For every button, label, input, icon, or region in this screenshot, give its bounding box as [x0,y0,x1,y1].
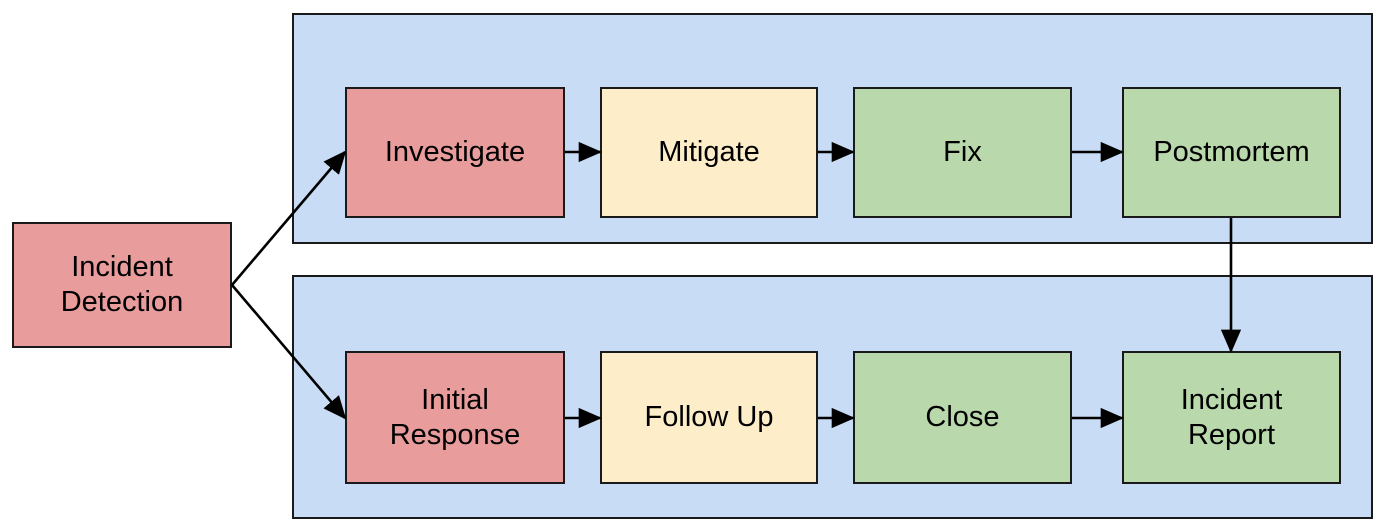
node-label-incident-detection: Incident Detection [60,251,184,318]
node-label-initial-response: Initial Response [389,383,521,451]
node-label-incident-report: Incident Report [1180,383,1283,451]
node-fix[interactable]: Fix [853,87,1072,218]
node-close[interactable]: Close [853,351,1072,484]
node-follow-up[interactable]: Follow Up [600,351,818,484]
node-investigate[interactable]: Investigate [345,87,565,218]
node-label-close: Close [925,401,1000,433]
node-postmortem[interactable]: Postmortem [1122,87,1341,218]
node-label-fix: Fix [943,136,982,168]
node-label-mitigate: Mitigate [658,136,760,168]
node-label-postmortem: Postmortem [1153,136,1310,168]
node-label-follow-up: Follow Up [644,401,774,433]
node-incident-detection[interactable]: Incident Detection [12,222,232,348]
node-initial-response[interactable]: Initial Response [345,351,565,484]
node-label-investigate: Investigate [384,136,526,168]
node-incident-report[interactable]: Incident Report [1122,351,1341,484]
node-mitigate[interactable]: Mitigate [600,87,818,218]
